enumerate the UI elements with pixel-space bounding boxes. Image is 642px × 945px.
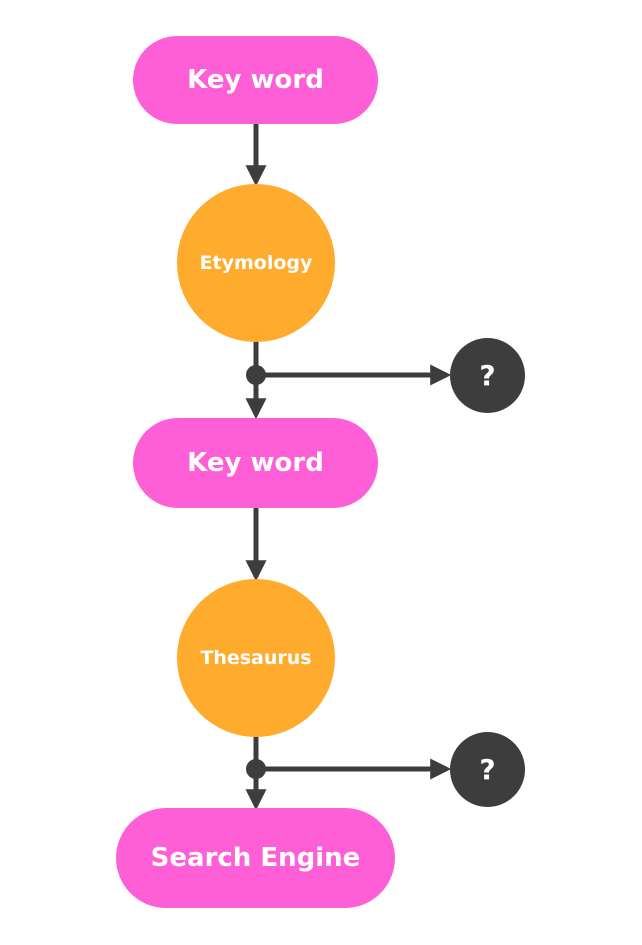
thesaurus-node: Thesaurus [177, 579, 335, 737]
search-engine-node: Search Engine [116, 808, 395, 908]
keyword-node: Key word [133, 36, 378, 124]
question-node: ? [450, 338, 525, 413]
question-node: ? [450, 732, 525, 807]
junction-dot [246, 759, 266, 779]
keyword-node: Key word [133, 418, 378, 508]
junction-dot [246, 365, 266, 385]
etymology-node: Etymology [177, 184, 335, 342]
